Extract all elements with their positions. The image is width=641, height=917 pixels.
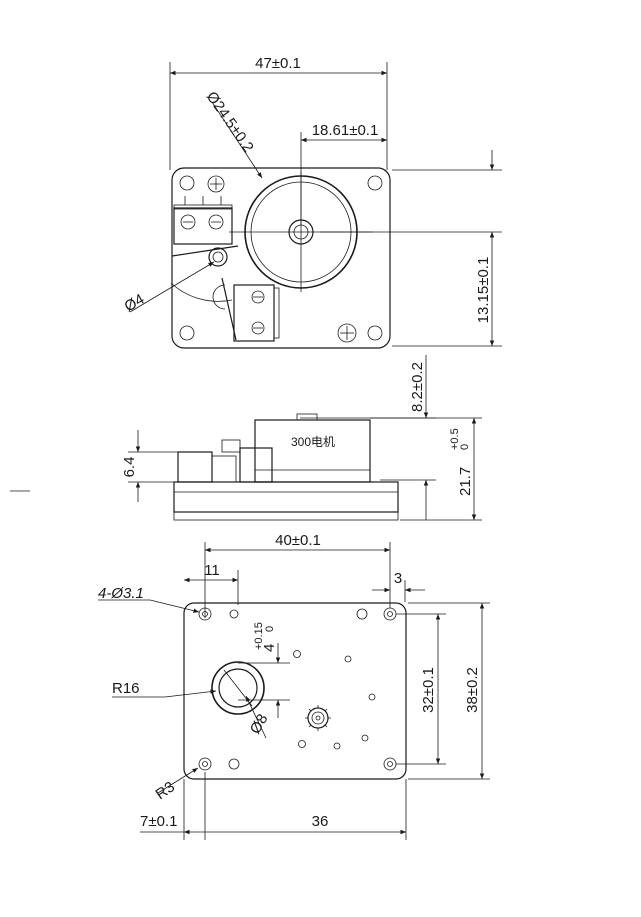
r3-dimension: R3 (153, 778, 178, 803)
lower-switch (221, 277, 280, 342)
motor-height-dimension: 8.2±0.2 (409, 362, 426, 412)
dim-3: 3 (394, 570, 402, 587)
holes-dimension: 4-Ø3.1 (98, 585, 144, 602)
dia-8-dimension: Ø8 (247, 711, 272, 737)
dim-11: 11 (204, 562, 220, 579)
total-height-tol-upper: +0.5 (449, 428, 461, 450)
dim-7: 7±0.1 (140, 813, 177, 830)
total-height-tol-lower: 0 (459, 444, 471, 450)
bottom-view: 40±0.1 11 3 4-Ø3.1 4 +0.15 (98, 532, 490, 840)
dim-4-tol-lower: 0 (264, 626, 276, 632)
side-view: 8.2±0.2 21.7 +0.5 0 6.4 300电机 (10, 355, 482, 521)
shaft-offset-dimension: 18.61±0.1 (312, 122, 379, 139)
top-view: 47±0.1 Ø24.5±0.2 18.61±0.1 13.15±0.1 (122, 55, 502, 349)
dim-38: 38±0.2 (464, 667, 481, 713)
upper-switch (171, 196, 239, 257)
total-height-dimension: 21.7 (457, 467, 474, 496)
dim-36: 36 (312, 813, 329, 830)
switch-height-dimension: 6.4 (121, 457, 138, 478)
hole-diameter-dimension: Ø4 (122, 291, 148, 316)
screw-icon (207, 175, 225, 193)
r16-dimension: R16 (112, 680, 140, 697)
bottom-width-dimension: 40±0.1 (275, 532, 321, 549)
dim-4: 4 (261, 644, 278, 652)
shaft-height-dimension: 13.15±0.1 (475, 257, 492, 324)
dim-4-tol-upper: +0.15 (253, 622, 265, 650)
motor-diameter-dimension: Ø24.5±0.2 (203, 89, 257, 156)
screw-icon (337, 323, 357, 343)
dim-32: 32±0.1 (420, 667, 437, 713)
gear-icon (305, 705, 331, 731)
top-width-dimension: 47±0.1 (255, 55, 301, 72)
motor-label: 300电机 (291, 435, 335, 449)
motor-circle (229, 172, 373, 292)
